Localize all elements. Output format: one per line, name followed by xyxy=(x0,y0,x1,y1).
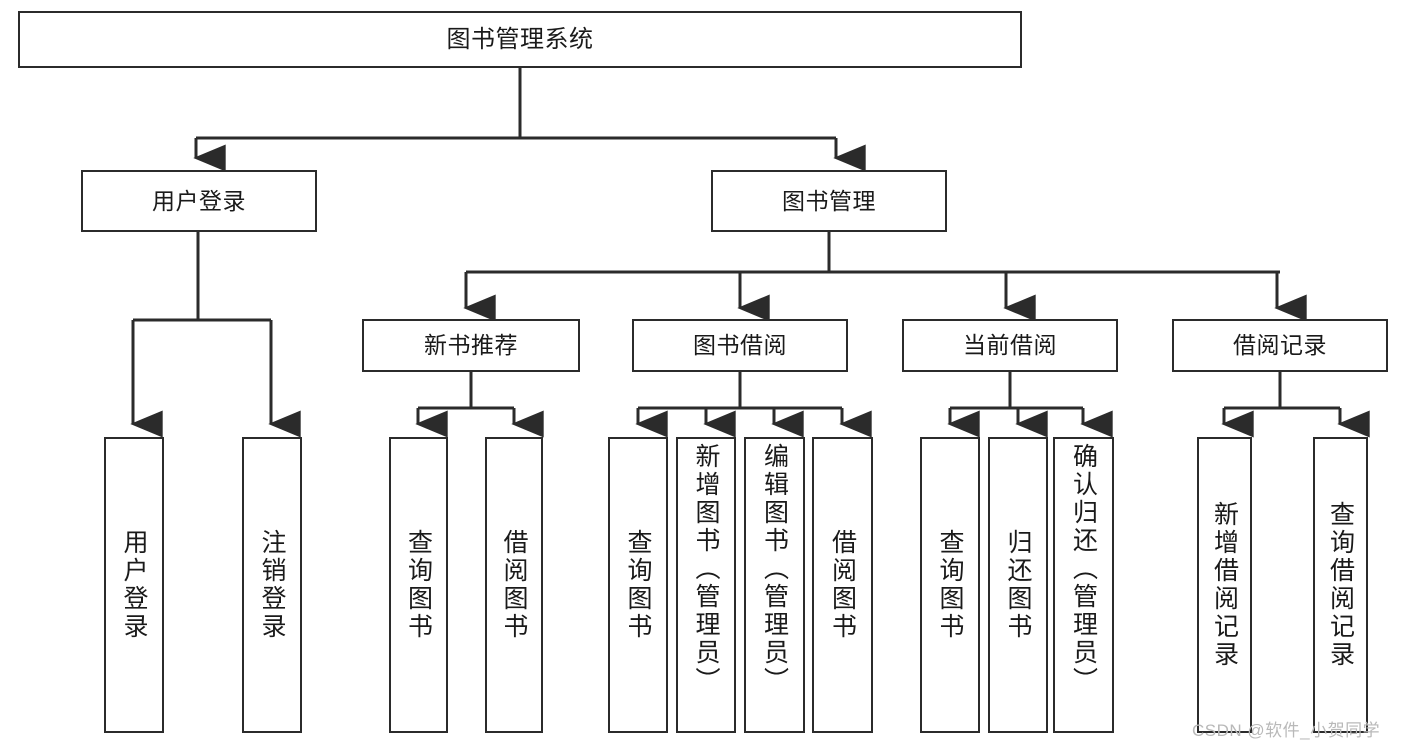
node-borrow-record[interactable]: 借阅记录 xyxy=(1172,319,1388,372)
leaf-user-login[interactable]: 用户登录 xyxy=(104,437,164,733)
leaf-return-book-label: 归还图书 xyxy=(1004,529,1032,641)
leaf-borrow-query-book[interactable]: 查询图书 xyxy=(608,437,668,733)
leaf-current-query-book-label: 查询图书 xyxy=(936,529,964,641)
node-current-borrow-label: 当前借阅 xyxy=(963,332,1057,359)
leaf-new-book-query[interactable]: 查询图书 xyxy=(389,437,448,733)
node-book-management-label: 图书管理 xyxy=(782,187,876,214)
csdn-watermark: CSDN @软件_小贺同学 xyxy=(1192,721,1381,740)
leaf-new-book-borrow[interactable]: 借阅图书 xyxy=(485,437,543,733)
node-user-login-label: 用户登录 xyxy=(152,187,246,214)
node-current-borrow[interactable]: 当前借阅 xyxy=(902,319,1118,372)
node-borrow-record-label: 借阅记录 xyxy=(1233,332,1327,359)
leaf-borrow-book[interactable]: 借阅图书 xyxy=(812,437,873,733)
leaf-add-book-admin-label: 新增图书（管理员） xyxy=(692,443,720,695)
leaf-edit-book-admin[interactable]: 编辑图书（管理员） xyxy=(744,437,805,733)
leaf-return-book[interactable]: 归还图书 xyxy=(988,437,1048,733)
leaf-user-logout[interactable]: 注销登录 xyxy=(242,437,302,733)
node-user-login[interactable]: 用户登录 xyxy=(81,170,317,232)
leaf-add-borrow-record-label: 新增借阅记录 xyxy=(1210,501,1239,669)
leaf-new-book-query-label: 查询图书 xyxy=(404,529,433,641)
leaf-edit-book-admin-label: 编辑图书（管理员） xyxy=(760,443,789,695)
node-root-system-label: 图书管理系统 xyxy=(446,25,594,53)
node-book-borrow-label: 图书借阅 xyxy=(693,332,787,359)
leaf-add-borrow-record[interactable]: 新增借阅记录 xyxy=(1197,437,1252,733)
leaf-confirm-return-admin-label: 确认归还（管理员） xyxy=(1069,443,1098,695)
leaf-current-query-book[interactable]: 查询图书 xyxy=(920,437,980,733)
leaf-add-book-admin[interactable]: 新增图书（管理员） xyxy=(676,437,736,733)
node-book-management[interactable]: 图书管理 xyxy=(711,170,947,232)
node-root-system[interactable]: 图书管理系统 xyxy=(18,11,1022,68)
leaf-query-borrow-record[interactable]: 查询借阅记录 xyxy=(1313,437,1368,733)
leaf-confirm-return-admin[interactable]: 确认归还（管理员） xyxy=(1053,437,1114,733)
leaf-new-book-borrow-label: 借阅图书 xyxy=(500,529,528,641)
leaf-borrow-query-book-label: 查询图书 xyxy=(624,529,652,641)
leaf-query-borrow-record-label: 查询借阅记录 xyxy=(1326,501,1355,669)
leaf-user-logout-label: 注销登录 xyxy=(258,529,286,641)
node-new-book-recommend-label: 新书推荐 xyxy=(424,332,518,359)
node-book-borrow[interactable]: 图书借阅 xyxy=(632,319,848,372)
leaf-borrow-book-label: 借阅图书 xyxy=(828,529,857,641)
node-new-book-recommend[interactable]: 新书推荐 xyxy=(362,319,580,372)
leaf-user-login-label: 用户登录 xyxy=(120,529,148,641)
